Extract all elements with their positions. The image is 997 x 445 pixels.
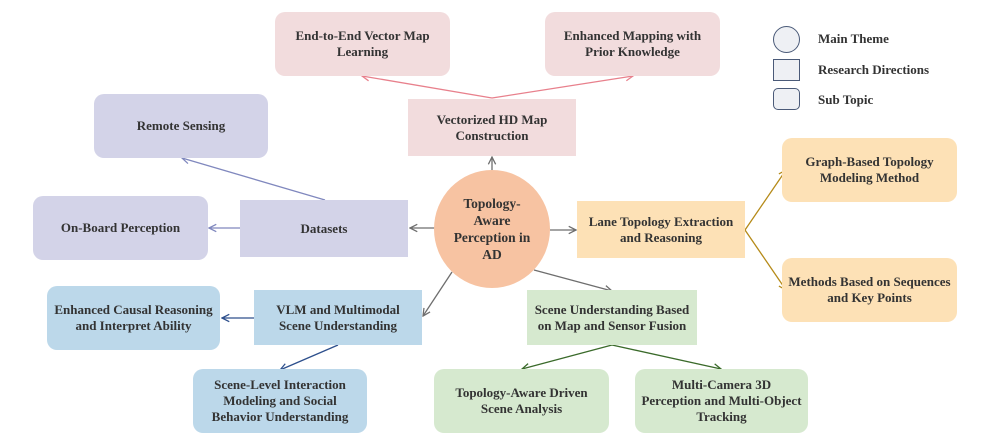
arrow-lane-to-sequences [744,229,786,290]
arrow-vectorized-to-end-to-end [362,76,493,99]
direction-lane-topology: Lane Topology Extraction and Reasoning [577,201,745,258]
arrow-scene-to-multi-camera [611,344,721,369]
subtopic-topology-driven-label: Topology-Aware Driven Scene Analysis [455,385,588,416]
legend-square-swatch [773,59,800,81]
subtopic-multi-camera-label: Multi-Camera 3D Perception and Multi-Obj… [641,377,802,424]
arrow-datasets-to-remote [182,158,326,201]
subtopic-causal-label: Enhanced Causal Reasoning and Interpret … [54,302,213,333]
subtopic-graph-based-label: Graph-Based Topology Modeling Method [805,154,934,185]
direction-vectorized: Vectorized HD Map Construction [408,99,576,156]
subtopic-sequences-label: Methods Based on Sequences and Key Point… [788,274,951,305]
subtopic-scene-level: Scene-Level Interaction Modeling and Soc… [193,369,367,433]
subtopic-on-board: On-Board Perception [33,196,208,260]
subtopic-on-board-label: On-Board Perception [60,220,181,235]
main-theme-label: Topology-Aware Perception in AD [453,196,531,262]
subtopic-enhanced-mapping-label: Enhanced Mapping with Prior Knowledge [563,28,702,59]
direction-vlm: VLM and Multimodal Scene Understanding [254,290,422,345]
direction-datasets-label: Datasets [300,220,348,236]
arrow-scene-to-topology-driven [522,344,613,369]
subtopic-remote-sensing-label: Remote Sensing [136,118,226,133]
legend-sub-topic-label: Sub Topic [818,92,874,107]
direction-vectorized-label: Vectorized HD Map Construction [436,111,548,143]
subtopic-graph-based: Graph-Based Topology Modeling Method [782,138,957,202]
subtopic-causal: Enhanced Causal Reasoning and Interpret … [47,286,220,350]
legend-circle-swatch [773,26,800,53]
subtopic-sequences: Methods Based on Sequences and Key Point… [782,258,957,322]
subtopic-multi-camera: Multi-Camera 3D Perception and Multi-Obj… [635,369,808,433]
subtopic-end-to-end-label: End-to-End Vector Map Learning [295,28,430,59]
subtopic-scene-level-label: Scene-Level Interaction Modeling and Soc… [211,377,349,424]
subtopic-enhanced-mapping: Enhanced Mapping with Prior Knowledge [545,12,720,76]
subtopic-topology-driven: Topology-Aware Driven Scene Analysis [434,369,609,433]
arrow-vlm-to-scene-level [280,344,339,370]
arrow-main-to-scene [533,269,612,291]
subtopic-remote-sensing: Remote Sensing [94,94,268,158]
arrow-lane-to-graph [744,170,786,231]
direction-datasets: Datasets [240,200,408,257]
arrow-vectorized-to-enhanced-mapping [491,76,633,99]
legend-main-theme-label: Main Theme [818,31,889,46]
arrow-main-to-vlm [423,271,453,316]
subtopic-end-to-end: End-to-End Vector Map Learning [275,12,450,76]
direction-vlm-label: VLM and Multimodal Scene Understanding [276,301,400,333]
direction-lane-topology-label: Lane Topology Extraction and Reasoning [588,213,734,245]
legend-rounded-swatch [773,88,800,110]
legend-research-directions-label: Research Directions [818,62,930,77]
direction-scene-understanding-label: Scene Understanding Based on Map and Sen… [534,301,690,333]
main-theme-node: Topology-Aware Perception in AD [434,170,550,288]
direction-scene-understanding: Scene Understanding Based on Map and Sen… [527,290,697,345]
